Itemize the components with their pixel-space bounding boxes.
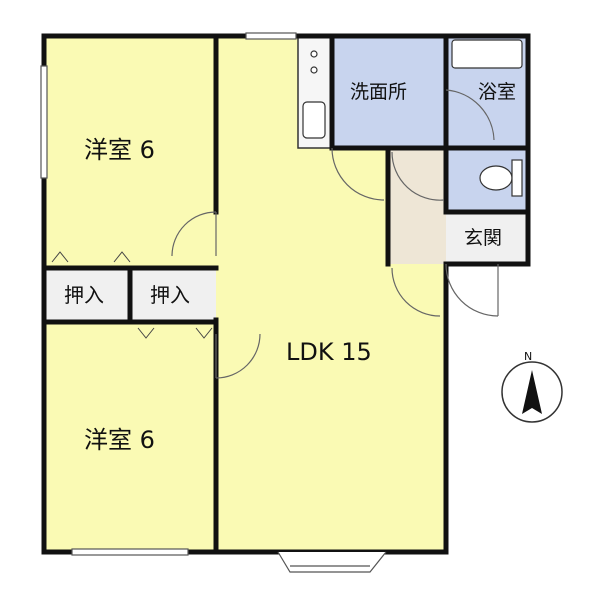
western-room-top-area xyxy=(44,36,216,268)
closet-left-area xyxy=(44,268,130,322)
bathroom-label: 浴室 xyxy=(478,81,516,103)
compass-north-label: N xyxy=(524,350,532,363)
western-room-bottom-label: 洋室 6 xyxy=(84,426,155,454)
washroom-label: 洗面所 xyxy=(350,81,407,103)
compass: N xyxy=(501,350,563,423)
western-room-top-label: 洋室 6 xyxy=(84,136,155,164)
closet-right-label: 押入 xyxy=(150,283,190,307)
washroom-area xyxy=(332,36,444,148)
fixtures xyxy=(302,39,523,197)
entrance-label: 玄関 xyxy=(464,227,502,249)
entrance-area xyxy=(446,212,528,264)
closet-doors xyxy=(51,251,213,339)
closet-right-area xyxy=(130,268,216,322)
hallway-area xyxy=(388,150,446,264)
western-room-bottom-area xyxy=(44,322,216,552)
windows xyxy=(40,32,387,573)
ldk-label: LDK 15 xyxy=(286,338,372,366)
closet-left-label: 押入 xyxy=(64,283,104,307)
door-swings xyxy=(171,89,499,379)
